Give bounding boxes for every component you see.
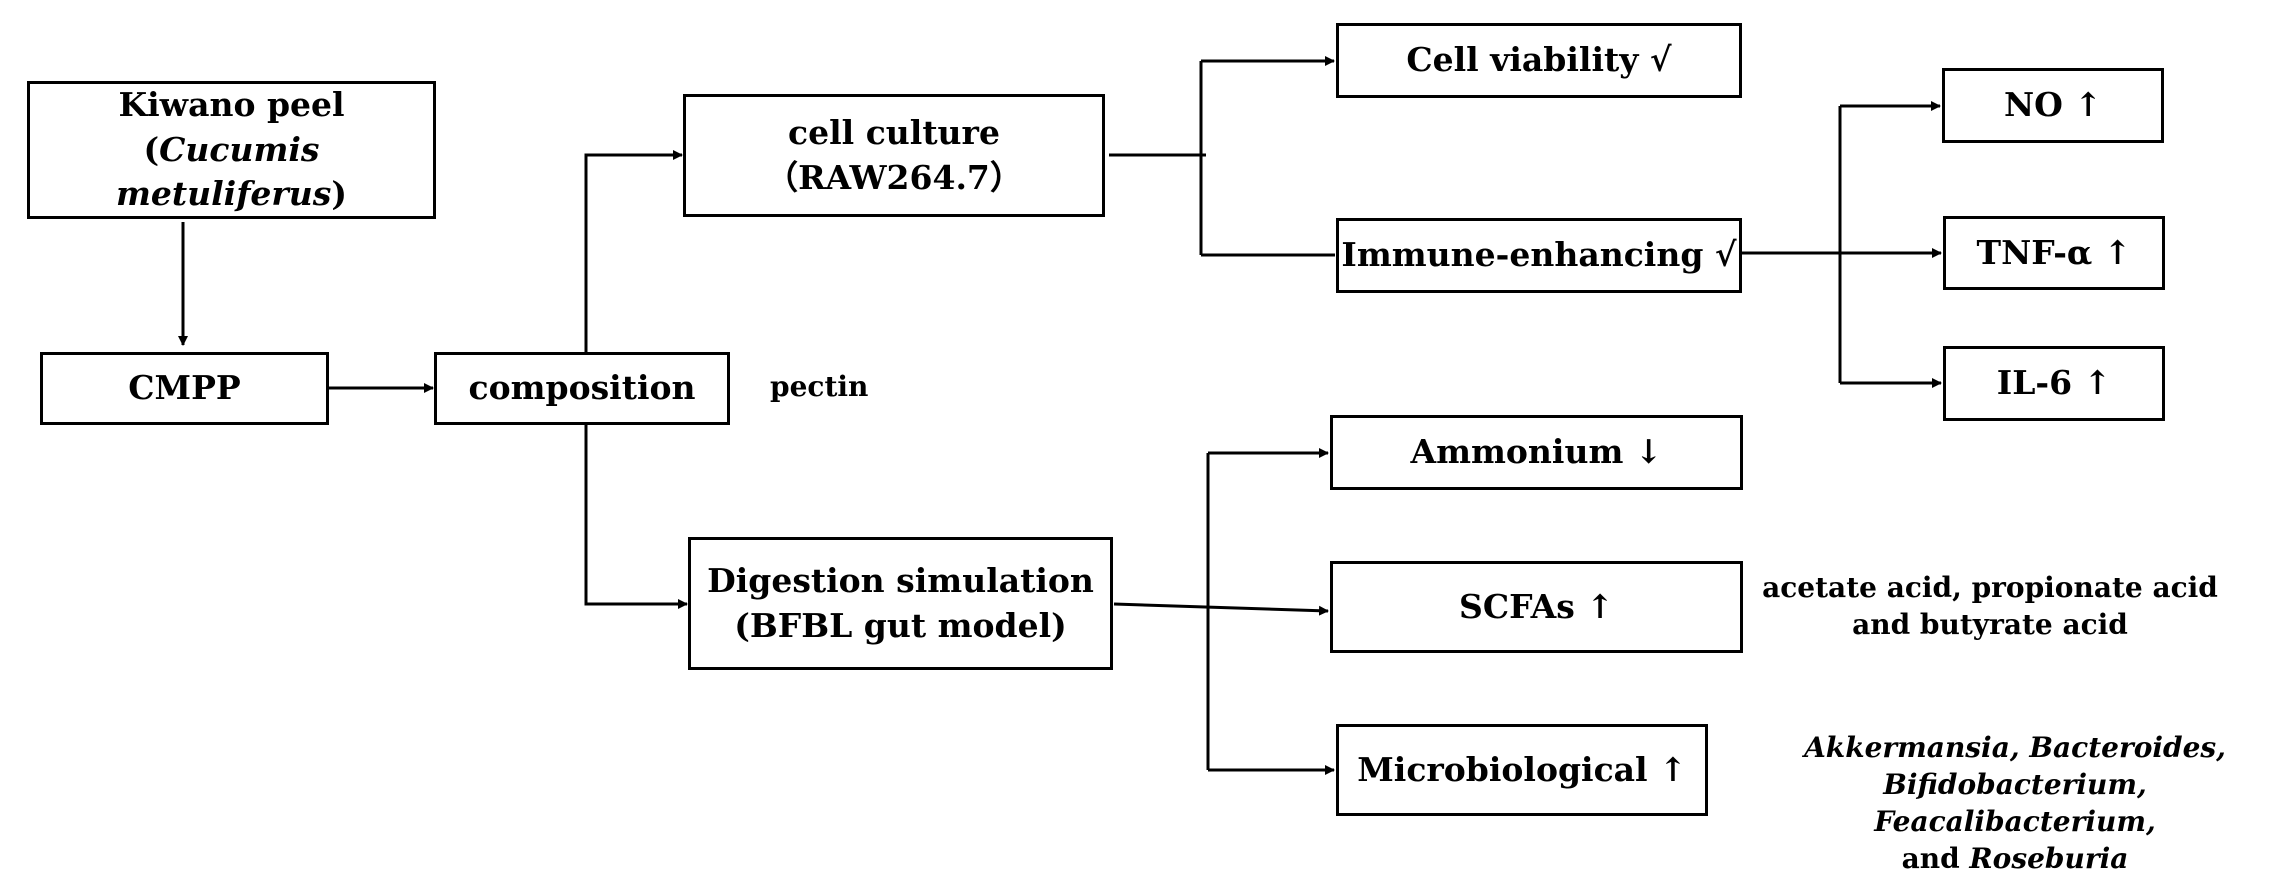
digestion-line1: Digestion simulation xyxy=(707,560,1094,600)
kiwano-line2: (Cucumis metuliferus) xyxy=(116,129,347,214)
node-il6: IL-6 ↑ xyxy=(1943,346,2165,421)
annotation-microbes: Akkermansia, Bacteroides, Bifidobacteriu… xyxy=(1804,731,2226,875)
annotation-pectin: pectin xyxy=(770,370,869,403)
cell-culture-line1: cell culture xyxy=(788,112,1000,152)
digestion-line2: (BFBL gut model) xyxy=(734,605,1067,645)
node-cell-culture: cell culture （RAW264.7） xyxy=(683,94,1105,217)
arrow-composition-to-cell-culture xyxy=(584,150,683,352)
node-cmpp: CMPP xyxy=(40,352,329,425)
node-no: NO ↑ xyxy=(1942,68,2164,143)
node-microbiological: Microbiological ↑ xyxy=(1336,724,1708,816)
node-immune-enhancing: Immune-enhancing √ xyxy=(1336,218,1742,293)
node-composition: composition xyxy=(434,352,730,425)
node-scfas: SCFAs ↑ xyxy=(1330,561,1743,653)
node-digestion-simulation: Digestion simulation (BFBL gut model) xyxy=(688,537,1113,670)
connector-layer xyxy=(178,56,1942,775)
annotation-scfa-acids: acetate acid, propionate acid and butyra… xyxy=(1762,571,2218,641)
cell-culture-line2: （RAW264.7） xyxy=(765,157,1023,197)
node-tnf-alpha: TNF-α ↑ xyxy=(1943,216,2165,290)
kiwano-line1: Kiwano peel xyxy=(118,85,345,125)
node-ammonium: Ammonium ↓ xyxy=(1330,415,1743,490)
arrow-composition-to-digestion xyxy=(584,424,688,609)
node-cell-viability: Cell viability √ xyxy=(1336,23,1742,98)
arrow-digestion-to-scfas xyxy=(1113,602,1329,616)
node-kiwano-peel: Kiwano peel (Cucumis metuliferus) xyxy=(27,81,436,219)
